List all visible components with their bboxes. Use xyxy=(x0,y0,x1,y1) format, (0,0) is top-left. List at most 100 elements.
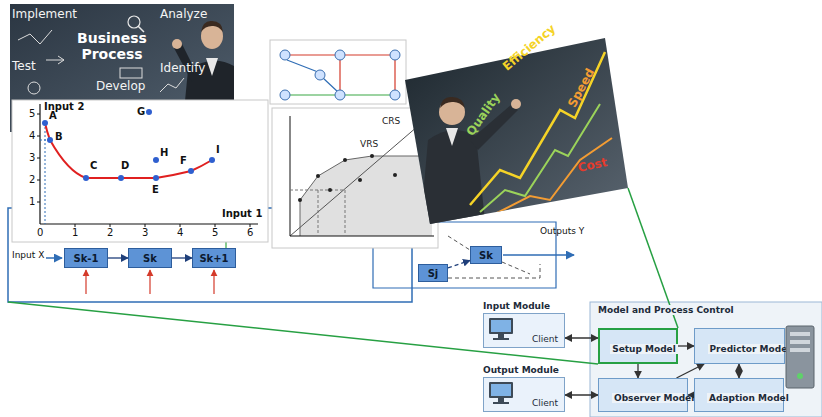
line-shape xyxy=(149,270,150,294)
point-label: B xyxy=(55,131,63,143)
rect-shape xyxy=(270,40,406,104)
module-heading: Input Module xyxy=(483,300,565,313)
isoquant-chart xyxy=(12,100,268,242)
circle-shape xyxy=(188,168,194,174)
model-box: Setup Model xyxy=(598,328,678,364)
line-shape xyxy=(39,104,40,224)
state-box: Sk+1 xyxy=(192,248,236,268)
axis-tick: 2 xyxy=(107,227,113,239)
circle-shape xyxy=(335,50,345,60)
server-icon xyxy=(786,326,814,388)
circle-shape xyxy=(390,90,400,100)
circle-shape xyxy=(42,120,48,126)
circle-shape xyxy=(390,50,400,60)
rect-shape xyxy=(272,108,438,248)
panel-outline xyxy=(590,302,822,417)
rect-shape xyxy=(12,100,268,242)
circle-shape xyxy=(118,175,124,181)
state-box: Sk xyxy=(128,248,172,268)
flow-arrow xyxy=(565,337,598,338)
axis-tick: 5 xyxy=(212,227,218,239)
path-shape xyxy=(46,56,64,64)
circle-shape xyxy=(28,82,40,94)
point-label: G xyxy=(137,106,145,118)
path-shape xyxy=(287,60,338,92)
axis-tick: 4 xyxy=(29,130,35,142)
box-label: Sj xyxy=(428,268,439,279)
circle-shape xyxy=(153,157,159,163)
path-shape xyxy=(440,97,465,108)
path-shape xyxy=(160,78,184,92)
curve-label: CRS xyxy=(382,116,400,126)
circle-shape xyxy=(335,90,345,100)
axis-tick: 3 xyxy=(29,152,35,164)
g-shape xyxy=(420,52,612,230)
line-shape xyxy=(46,257,62,259)
circle-shape xyxy=(47,137,53,143)
path-shape xyxy=(300,156,432,236)
flow-arrow xyxy=(565,394,598,395)
line-shape xyxy=(85,270,86,294)
rect-shape xyxy=(790,348,810,352)
rect-shape xyxy=(120,68,142,78)
box-label: Adaption Model xyxy=(707,393,783,404)
circle-shape xyxy=(358,178,362,182)
circle-shape xyxy=(393,173,397,177)
process-network xyxy=(270,40,406,104)
flow-arrow xyxy=(676,364,704,378)
circle-shape xyxy=(328,188,332,192)
point-label: C xyxy=(90,160,97,172)
rect-shape xyxy=(790,332,810,336)
axis-tick: 4 xyxy=(177,227,183,239)
polyline-shape xyxy=(495,138,612,214)
curve-label: VRS xyxy=(360,139,378,149)
path-shape xyxy=(201,21,223,32)
circle-shape xyxy=(343,158,347,162)
circle-shape xyxy=(153,175,159,181)
box-label: Sk xyxy=(479,250,493,261)
line-shape xyxy=(8,302,598,364)
circle-shape xyxy=(298,198,302,202)
line-shape xyxy=(290,120,425,236)
path-shape xyxy=(300,156,432,236)
flow-arrow xyxy=(172,257,192,258)
client-label: Client xyxy=(532,334,558,344)
flow-arrow xyxy=(108,257,128,258)
line-shape xyxy=(40,223,258,224)
axis-tick: 3 xyxy=(142,227,148,239)
line-shape xyxy=(213,270,214,294)
axis-tick: 0 xyxy=(37,227,43,239)
flow-arrow xyxy=(678,345,694,346)
path-shape xyxy=(290,190,345,236)
point-label: H xyxy=(160,147,168,159)
axis-tick: 1 xyxy=(72,227,78,239)
circle-shape xyxy=(146,109,152,115)
chalk-word: Develop xyxy=(96,80,145,94)
model-box: Adaption Model xyxy=(694,378,784,412)
circle-shape xyxy=(797,373,803,379)
axis-tick: 1 xyxy=(29,196,35,208)
point-label: I xyxy=(216,144,220,156)
point-label: A xyxy=(49,110,57,122)
model-box: Predictor Model xyxy=(694,328,785,364)
circle-shape xyxy=(172,39,182,49)
flow-arrow xyxy=(738,364,739,378)
g-shape xyxy=(42,109,215,181)
flow-arrow xyxy=(448,260,470,267)
box-label: Sk xyxy=(143,253,157,264)
path-shape xyxy=(446,128,458,146)
rect-shape xyxy=(786,326,814,388)
panel-title: Model and Process Control xyxy=(596,305,736,315)
line-shape xyxy=(503,254,574,256)
point-label: F xyxy=(180,155,187,167)
state-box: Sk-1 xyxy=(64,248,108,268)
model-box: Observer Model xyxy=(598,378,688,412)
circle-shape xyxy=(316,174,320,178)
rect-shape xyxy=(790,340,810,344)
g-shape xyxy=(298,154,397,202)
module-heading: Output Module xyxy=(483,364,565,377)
circle-shape xyxy=(315,70,325,80)
client-module: Input ModuleClient xyxy=(483,300,565,348)
g-shape xyxy=(280,50,400,100)
box-label: Sk+1 xyxy=(199,253,228,264)
